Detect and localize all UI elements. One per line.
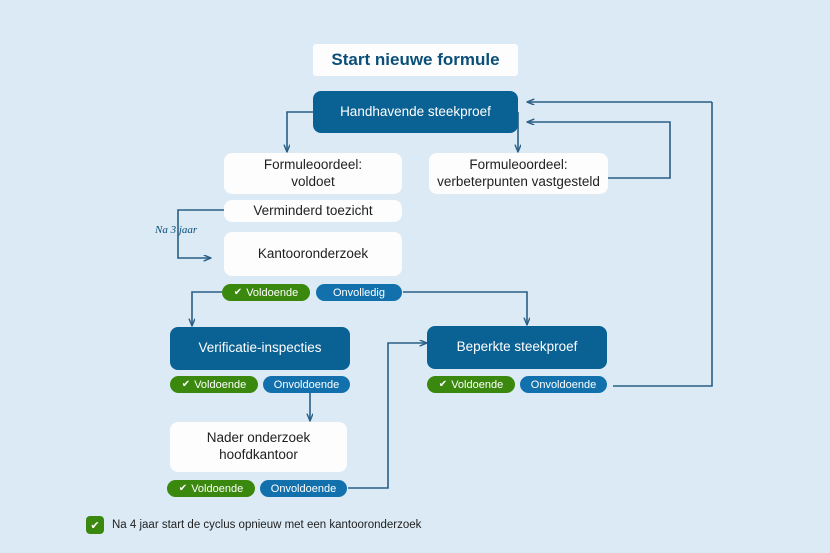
badge-label: Voldoende [191, 482, 244, 495]
node-handhavende-steekproef[interactable]: Handhavende steekproef [313, 91, 518, 133]
node-beperkte-steekproef[interactable]: Beperkte steekproef [427, 326, 607, 369]
badge-label: Onvoldoende [273, 378, 340, 391]
badge-kantoor-onvolledig[interactable]: Onvolledig [316, 284, 402, 301]
badge-label: Voldoende [246, 286, 299, 299]
node-nader-onderzoek-hoofdkantoor[interactable]: Nader onderzoek hoofdkantoor [170, 422, 347, 472]
check-icon: ✔ [178, 482, 188, 494]
annotation-na-3-jaar: Na 3 jaar [155, 224, 198, 236]
node-verminderd-toezicht[interactable]: Verminderd toezicht [224, 200, 402, 222]
badge-nader-voldoende[interactable]: ✔ Voldoende [167, 480, 255, 497]
legend: ✔ Na 4 jaar start de cyclus opnieuw met … [86, 516, 421, 534]
badge-kantoor-voldoende[interactable]: ✔ Voldoende [222, 284, 310, 301]
legend-label: Na 4 jaar start de cyclus opnieuw met ee… [112, 519, 422, 531]
node-kantooronderzoek[interactable]: Kantooronderzoek [224, 232, 402, 276]
badge-label: Voldoende [451, 378, 504, 391]
check-icon: ✔ [181, 378, 191, 390]
badge-nader-onvoldoende[interactable]: Onvoldoende [260, 480, 347, 497]
badge-label: Voldoende [194, 378, 247, 391]
badge-label: Onvoldoende [270, 482, 337, 495]
check-icon: ✔ [233, 286, 243, 298]
badge-beperkte-voldoende[interactable]: ✔ Voldoende [427, 376, 515, 393]
page-title: Start nieuwe formule [313, 44, 518, 76]
node-formuleoordeel-verbeterpunten[interactable]: Formuleoordeel: verbeterpunten vastgeste… [429, 153, 608, 194]
badge-label: Onvolledig [333, 286, 385, 299]
check-icon: ✔ [438, 378, 448, 390]
badge-verificatie-onvoldoende[interactable]: Onvoldoende [263, 376, 350, 393]
node-verificatie-inspecties[interactable]: Verificatie-inspecties [170, 327, 350, 370]
check-icon: ✔ [86, 516, 104, 534]
badge-verificatie-voldoende[interactable]: ✔ Voldoende [170, 376, 258, 393]
badge-beperkte-onvoldoende[interactable]: Onvoldoende [520, 376, 607, 393]
badge-label: Onvoldoende [530, 378, 597, 391]
node-formuleoordeel-voldoet[interactable]: Formuleoordeel: voldoet [224, 153, 402, 194]
